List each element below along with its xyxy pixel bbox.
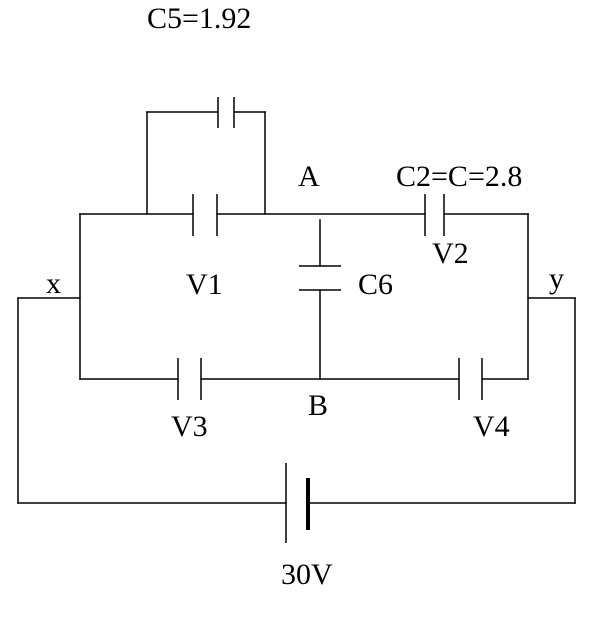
lead-x-wire — [17, 297, 81, 504]
battery-symbol — [285, 463, 310, 543]
capacitor-c3 — [177, 358, 202, 400]
label-x: x — [46, 267, 61, 300]
capacitor-c1 — [192, 194, 218, 236]
label-c5: C5=1.92 — [147, 2, 251, 35]
label-c6: C6 — [358, 268, 393, 301]
label-v3: V3 — [171, 410, 208, 443]
label-node-a: A — [298, 160, 320, 193]
label-node-b: B — [308, 389, 328, 422]
label-y: y — [549, 262, 564, 295]
label-v1: V1 — [186, 268, 223, 301]
label-battery: 30V — [281, 558, 333, 591]
label-c2: C2=C=2.8 — [396, 160, 522, 193]
label-v4: V4 — [473, 410, 510, 443]
label-v2: V2 — [432, 237, 469, 270]
capacitor-c2 — [424, 194, 445, 236]
c5-loop-wire — [146, 111, 266, 215]
lead-y-wire — [527, 297, 576, 504]
capacitor-c4 — [458, 358, 483, 400]
capacitor-c6 — [299, 265, 341, 291]
capacitor-c5 — [217, 97, 235, 128]
